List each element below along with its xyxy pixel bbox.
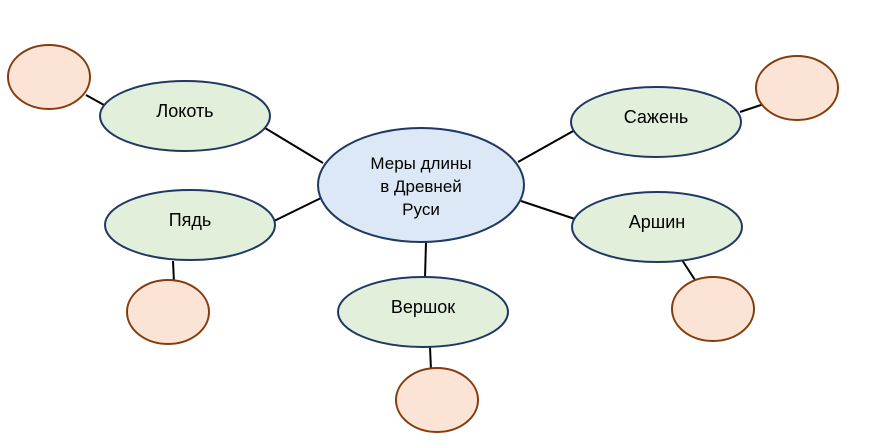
node-pyad <box>104 189 276 261</box>
center-label-line-2: в Древней <box>380 177 462 196</box>
connector-center-arshin <box>520 200 576 220</box>
node-label-vershok: Вершок <box>391 297 455 317</box>
connector-center-sazhen <box>517 129 576 163</box>
node-sazhen <box>570 86 742 158</box>
leaf-nodes <box>7 44 839 433</box>
leaf-node-lokot <box>7 44 91 110</box>
center-node <box>317 127 525 243</box>
measure-nodes <box>99 80 743 348</box>
node-lokot <box>99 80 271 152</box>
leaf-node-sazhen <box>755 55 839 121</box>
center-label-line-1: Меры длины <box>370 154 471 173</box>
connectors <box>85 94 765 371</box>
leaf-node-pyad <box>126 279 210 345</box>
node-vershok <box>337 276 509 348</box>
connector-center-pyad <box>273 197 322 222</box>
center-label-line-3: Руси <box>402 200 440 219</box>
node-label-sazhen: Сажень <box>624 107 689 127</box>
connector-vershok-leaf <box>429 346 432 371</box>
connector-arshin-leaf <box>681 259 698 284</box>
node-label-pyad: Пядь <box>169 210 212 230</box>
node-label-arshin: Аршин <box>629 212 685 232</box>
node-arshin <box>571 191 743 263</box>
leaf-node-vershok <box>395 367 479 433</box>
connector-center-lokot <box>264 127 324 164</box>
connector-sazhen-leaf <box>739 103 765 113</box>
node-label-lokot: Локоть <box>156 101 213 121</box>
connector-lokot-leaf <box>85 94 105 106</box>
connector-center-vershok <box>424 241 427 279</box>
leaf-node-arshin <box>671 276 755 342</box>
